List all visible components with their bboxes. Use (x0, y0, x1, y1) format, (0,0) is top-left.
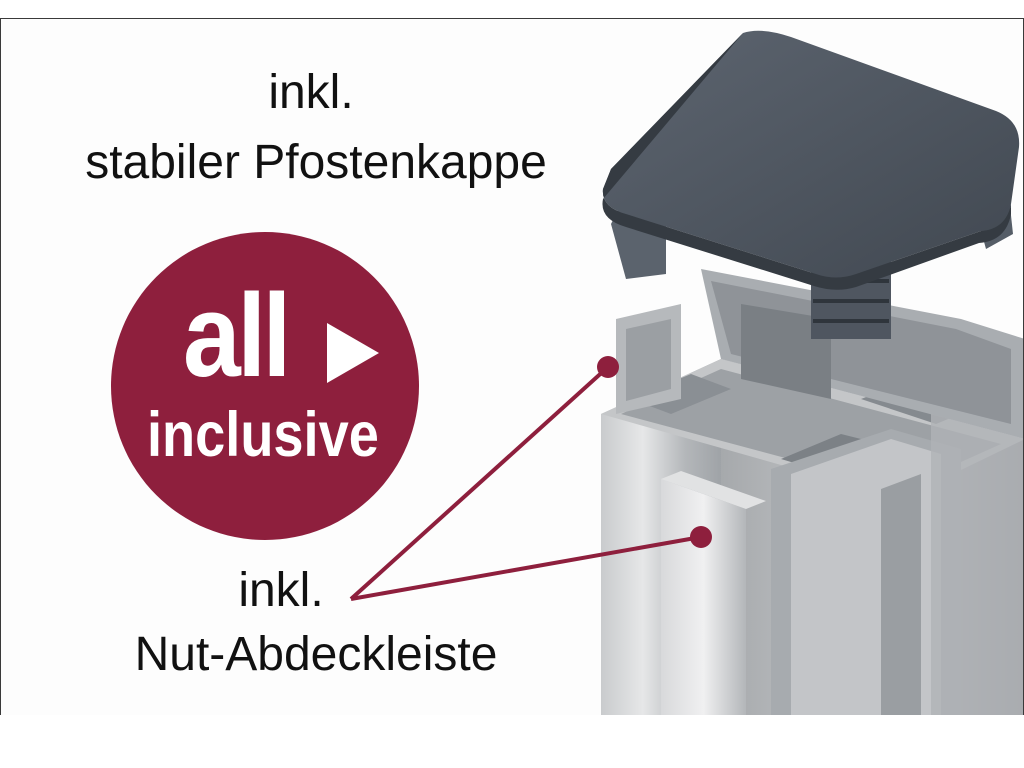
aluminium-post (601, 269, 1023, 715)
all-inclusive-badge (111, 232, 419, 540)
badge-word-all: all (183, 270, 291, 402)
play-triangle-icon (327, 323, 379, 383)
top-caption-line2: stabiler Pfostenkappe (85, 136, 547, 189)
pointer-dot-cap-groove (597, 356, 619, 378)
badge-word-inclusive: inclusive (147, 400, 379, 470)
top-caption-line1: inkl. (268, 66, 354, 119)
pointer-lines (349, 356, 712, 601)
product-illustration: inkl. stabiler Pfostenkappe all inclusiv… (0, 18, 1024, 715)
bottom-caption-line2: Nut-Abdeckleiste (134, 628, 498, 681)
pointer-dot-cover-strip (690, 526, 712, 548)
post-cap (602, 30, 1020, 339)
post-render (349, 30, 1023, 715)
bottom-caption-line1: inkl. (238, 564, 324, 617)
